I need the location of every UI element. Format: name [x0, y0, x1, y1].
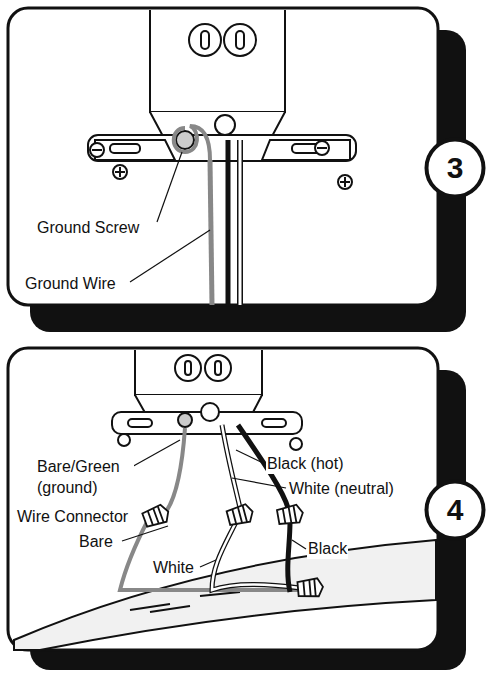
ground-screw — [174, 126, 210, 160]
panel — [8, 348, 438, 650]
part-label: Ground Wire — [24, 273, 117, 294]
step-number: 4 — [424, 479, 486, 541]
junction-box — [88, 10, 356, 189]
step-circle: 4 — [424, 479, 486, 541]
part-label: White (neutral) — [288, 478, 395, 499]
wires — [120, 413, 300, 592]
wires — [210, 140, 240, 305]
leader-line — [130, 230, 210, 282]
wire-connector — [142, 503, 324, 598]
fixture-plate — [14, 540, 436, 650]
junction-box — [112, 350, 302, 450]
leader-line — [157, 152, 182, 222]
part-label: Black (hot) — [266, 453, 344, 474]
part-label: Bare/Green (ground) — [36, 456, 134, 498]
part-label: Black — [307, 538, 348, 559]
part-label: White — [152, 557, 195, 578]
part-label: Wire Connector — [16, 506, 129, 527]
part-label: Ground Screw — [36, 217, 140, 238]
step-number: 3 — [424, 137, 486, 199]
fixture-slots — [130, 592, 240, 612]
panel — [8, 8, 438, 305]
part-label: Bare — [78, 531, 114, 552]
step-circle: 3 — [424, 137, 486, 199]
